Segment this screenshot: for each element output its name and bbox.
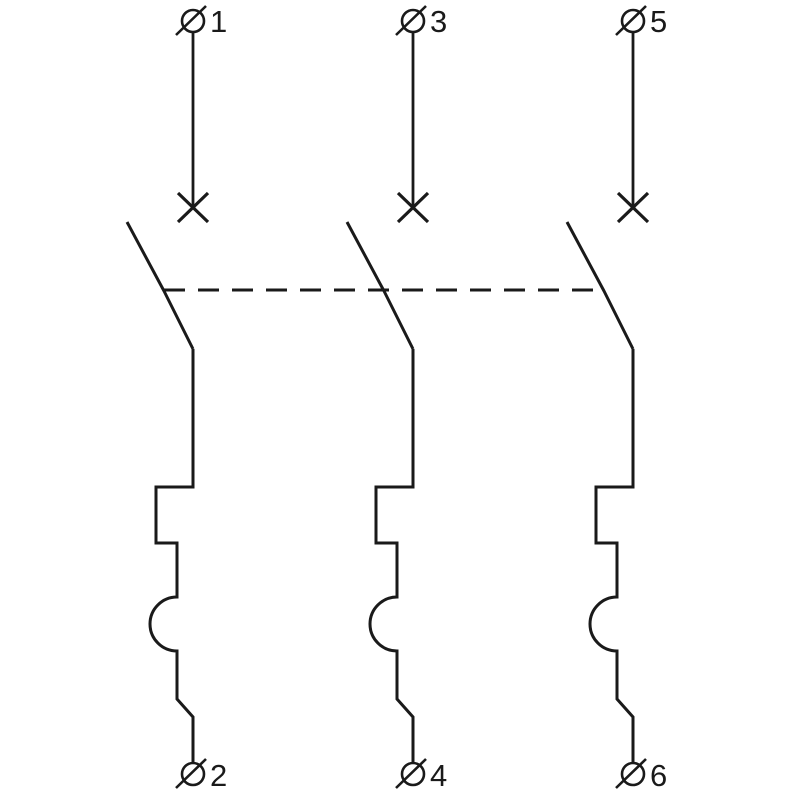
pole-body-thermal-magnetic bbox=[368, 349, 415, 763]
top-terminal-slash bbox=[395, 5, 427, 36]
bottom-terminal-slash bbox=[175, 758, 207, 789]
contact-cross-line-b bbox=[396, 191, 430, 224]
bottom-terminal-circle bbox=[180, 761, 206, 787]
top-terminal-label: 3 bbox=[430, 4, 447, 39]
pole-2: 34 bbox=[345, 4, 447, 793]
top-terminal-slash bbox=[175, 5, 207, 36]
bottom-terminal-label: 2 bbox=[210, 758, 227, 793]
pole-body-thermal-magnetic bbox=[148, 349, 195, 763]
top-terminal-label: 5 bbox=[650, 4, 667, 39]
pole-3: 56 bbox=[565, 4, 667, 793]
bottom-terminal-label: 4 bbox=[430, 758, 447, 793]
top-terminal-slash bbox=[615, 5, 647, 36]
bottom-terminal-slash bbox=[615, 758, 647, 789]
switch-blade bbox=[125, 221, 195, 350]
switch-blade bbox=[565, 221, 635, 350]
bottom-terminal-circle bbox=[620, 761, 646, 787]
bottom-terminal-circle bbox=[400, 761, 426, 787]
switch-blade bbox=[345, 221, 415, 350]
top-terminal-label: 1 bbox=[210, 4, 227, 39]
contact-cross-line-b bbox=[176, 191, 210, 224]
contact-cross-line-b bbox=[616, 191, 650, 224]
pole-1: 12 bbox=[125, 4, 227, 793]
bottom-terminal-label: 6 bbox=[650, 758, 667, 793]
bottom-terminal-slash bbox=[395, 758, 427, 789]
pole-body-thermal-magnetic bbox=[588, 349, 635, 763]
